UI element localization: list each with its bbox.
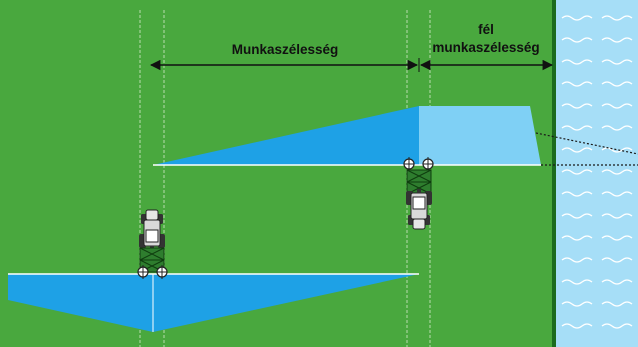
water-wave <box>601 81 633 87</box>
spray-edge-zone <box>419 106 541 165</box>
water-wave <box>601 323 633 329</box>
water-wave <box>601 103 633 109</box>
field-edge-line <box>552 0 556 347</box>
water-wave <box>561 81 593 87</box>
water-wave <box>561 301 593 307</box>
water-wave <box>561 15 593 21</box>
water-wave <box>601 59 633 65</box>
water-wave <box>601 15 633 21</box>
water-wave <box>561 37 593 43</box>
water-wave <box>601 125 633 131</box>
water-waves <box>561 15 633 329</box>
water-wave <box>561 213 593 219</box>
water-wave <box>561 323 593 329</box>
working-width-label: Munkaszélesség <box>232 42 339 57</box>
water-wave <box>601 301 633 307</box>
water-wave <box>561 59 593 65</box>
water-wave <box>601 235 633 241</box>
water-wave <box>561 257 593 263</box>
water-wave <box>601 191 633 197</box>
water-wave <box>561 103 593 109</box>
half-width-label-line1: fél <box>478 22 494 37</box>
water-wave <box>601 169 633 175</box>
water-area <box>556 0 638 347</box>
spray-edge-dotted-top <box>535 132 638 155</box>
spray-lower-left <box>8 274 153 332</box>
water-wave <box>561 279 593 285</box>
tractor-left <box>137 209 168 280</box>
half-width-label-line2: munkaszélesség <box>432 40 539 55</box>
water-wave <box>601 213 633 219</box>
water-wave <box>561 169 593 175</box>
water-wave <box>561 191 593 197</box>
spray-lower-right <box>153 274 419 332</box>
water-wave <box>561 235 593 241</box>
spray-triangle-upper <box>153 106 419 165</box>
water-wave <box>601 257 633 263</box>
water-wave <box>601 37 633 43</box>
water-wave <box>561 125 593 131</box>
water-wave <box>561 147 593 153</box>
water-wave <box>601 279 633 285</box>
